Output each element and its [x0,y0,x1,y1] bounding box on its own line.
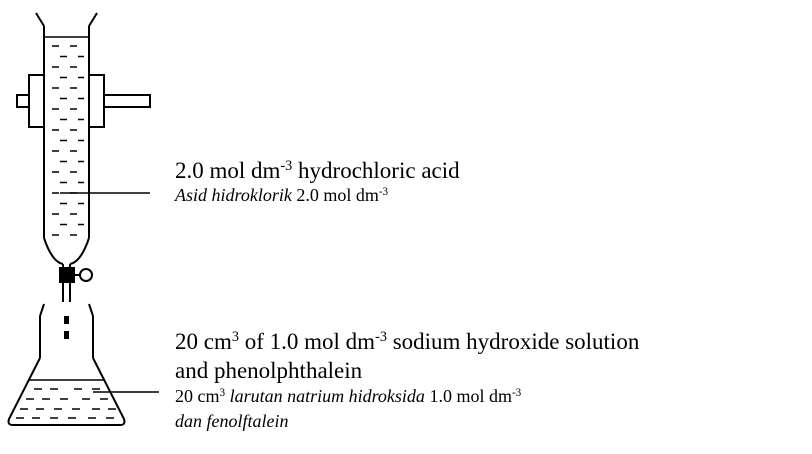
base-label-line1: 20 cm3 of 1.0 mol dm-3 sodium hydroxide … [175,329,640,354]
acid-label-line1: 2.0 mol dm-3 hydrochloric acid [175,158,460,183]
burette-liquid [52,45,84,236]
burette-clamp [16,74,151,128]
base-label-line3: 20 cm3 larutan natrium hidroksida 1.0 mo… [175,386,522,406]
acid-label-line2: Asid hidroklorik 2.0 mol dm-3 [175,185,389,205]
base-label-line2: and phenolphthalein [175,358,363,383]
drip-drops [64,316,69,339]
conical-flask [7,303,126,426]
stopcock [59,267,93,283]
flask-liquid [16,388,116,419]
burette [35,12,98,302]
base-label-line4: dan fenolftalein [175,411,289,431]
